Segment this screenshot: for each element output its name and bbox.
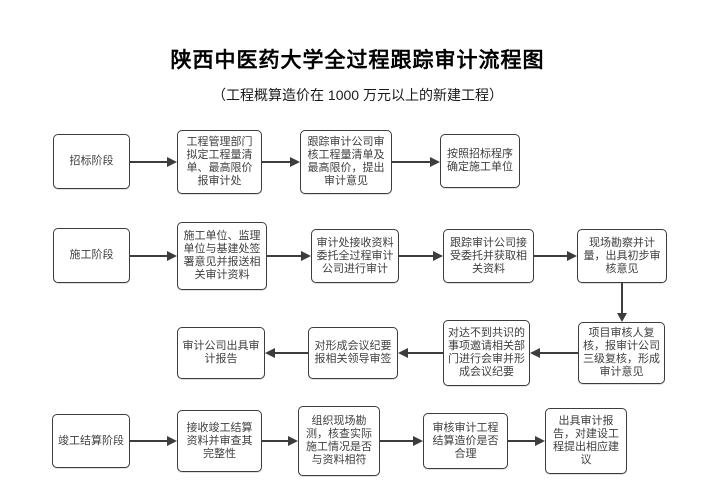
step-box-bidding-2: 跟踪审计公司审 核工程量清单及 最高限价，提出 审计意见 xyxy=(300,130,392,194)
connector-line xyxy=(534,255,567,257)
connector-line xyxy=(392,161,430,163)
step-label: 审计处接收资料 委托全过程审计 公司进行审计 xyxy=(316,236,394,275)
arrow-right-icon xyxy=(535,436,545,446)
connector-line xyxy=(130,440,167,442)
step-box-settlement-2: 组织现场勘 测，核查实际 施工情况是否 与资料相符 xyxy=(298,406,380,476)
connector-line xyxy=(130,255,167,257)
step-label: 施工单位、监理 单位与基建处签 署意见并报送相 关审计资料 xyxy=(183,230,261,281)
arrow-right-icon xyxy=(167,251,177,261)
arrow-right-icon xyxy=(567,251,577,261)
step-box-bidding-3: 按照招标程序 确定施工单位 xyxy=(440,134,520,188)
stage-box-construction: 施工阶段 xyxy=(53,228,130,283)
step-box-settlement-3: 审核审计工程 结算造价是否 合理 xyxy=(423,413,508,469)
arrow-right-icon xyxy=(301,251,311,261)
connector-line xyxy=(262,440,288,442)
step-label: 接收竣工结算 资料并审查其 完整性 xyxy=(186,421,253,460)
stage-label: 竣工结算阶段 xyxy=(58,434,124,447)
connector-line xyxy=(267,255,301,257)
arrow-right-icon xyxy=(288,436,298,446)
step-label: 按照招标程序 确定施工单位 xyxy=(447,148,513,173)
arrow-right-icon xyxy=(413,436,423,446)
step-label: 项目审核人复 核，报审计公司 三级复核，形成 审计意见 xyxy=(583,327,660,378)
connector-line xyxy=(408,352,443,354)
arrow-right-icon xyxy=(167,157,177,167)
step-label: 审计公司出具审 计报告 xyxy=(182,340,260,365)
step-box-review-3: 对形成会议纪要 报相关领导审签 xyxy=(308,327,398,379)
step-box-construction-2: 审计处接收资料 委托全过程审计 公司进行审计 xyxy=(311,229,399,283)
step-label: 组织现场勘 测，核查实际 施工情况是否 与资料相符 xyxy=(306,415,372,466)
step-label: 对形成会议纪要 报相关领导审签 xyxy=(314,340,392,365)
step-label: 审核审计工程 结算造价是否 合理 xyxy=(432,421,499,460)
step-box-review-4: 审计公司出具审 计报告 xyxy=(177,327,265,379)
step-box-settlement-4: 出具审计报 告，对建设工 程提出相应建 议 xyxy=(545,408,627,474)
connector-line xyxy=(130,161,167,163)
step-box-construction-4: 现场勘察并计 量，出具初步审 核意见 xyxy=(577,229,667,283)
step-label: 跟踪审计公司接 受委托并获取相 关资料 xyxy=(450,236,527,275)
connector-line xyxy=(621,283,623,313)
step-box-construction-3: 跟踪审计公司接 受委托并获取相 关资料 xyxy=(443,229,534,283)
connector-line xyxy=(380,440,413,442)
step-label: 现场勘察并计 量，出具初步审 核意见 xyxy=(583,236,661,275)
step-box-settlement-1: 接收竣工结算 资料并审查其 完整性 xyxy=(177,410,262,472)
stage-label: 施工阶段 xyxy=(69,249,114,261)
step-label: 对达不到共识的 事项邀请相关部 门进行会审并形 成会议纪要 xyxy=(448,327,525,378)
arrow-down-icon xyxy=(617,313,627,322)
step-box-construction-1: 施工单位、监理 单位与基建处签 署意见并报送相 关审计资料 xyxy=(177,222,267,290)
connector-line xyxy=(275,352,308,354)
arrow-right-icon xyxy=(290,157,300,167)
step-box-review-1: 项目审核人复 核，报审计公司 三级复核，形成 审计意见 xyxy=(578,322,665,384)
connector-line xyxy=(262,161,290,163)
stage-box-settlement: 竣工结算阶段 xyxy=(52,414,130,468)
step-label: 工程管理部门 拟定工程量清 单、最高限价 报审计处 xyxy=(186,136,253,187)
step-label: 跟踪审计公司审 核工程量清单及 最高限价，提出 审计意见 xyxy=(307,136,385,187)
page-subtitle: （工程概算造价在 1000 万元以上的新建工程） xyxy=(212,87,503,103)
arrow-right-icon xyxy=(433,251,443,261)
step-box-review-2: 对达不到共识的 事项邀请相关部 门进行会审并形 成会议纪要 xyxy=(443,320,530,386)
arrow-left-icon xyxy=(398,348,408,358)
step-label: 出具审计报 告，对建设工 程提出相应建 议 xyxy=(553,415,619,466)
arrow-right-icon xyxy=(430,157,440,167)
page-title: 陕西中医药大学全过程跟踪审计流程图 xyxy=(170,49,545,72)
step-box-bidding-1: 工程管理部门 拟定工程量清 单、最高限价 报审计处 xyxy=(177,130,262,194)
arrow-left-icon xyxy=(265,348,275,358)
connector-line xyxy=(399,255,433,257)
arrow-left-icon xyxy=(530,348,540,358)
stage-box-bidding: 招标阶段 xyxy=(53,134,130,189)
connector-line xyxy=(508,440,535,442)
arrow-right-icon xyxy=(167,436,177,446)
stage-label: 招标阶段 xyxy=(69,155,114,167)
connector-line xyxy=(540,352,578,354)
